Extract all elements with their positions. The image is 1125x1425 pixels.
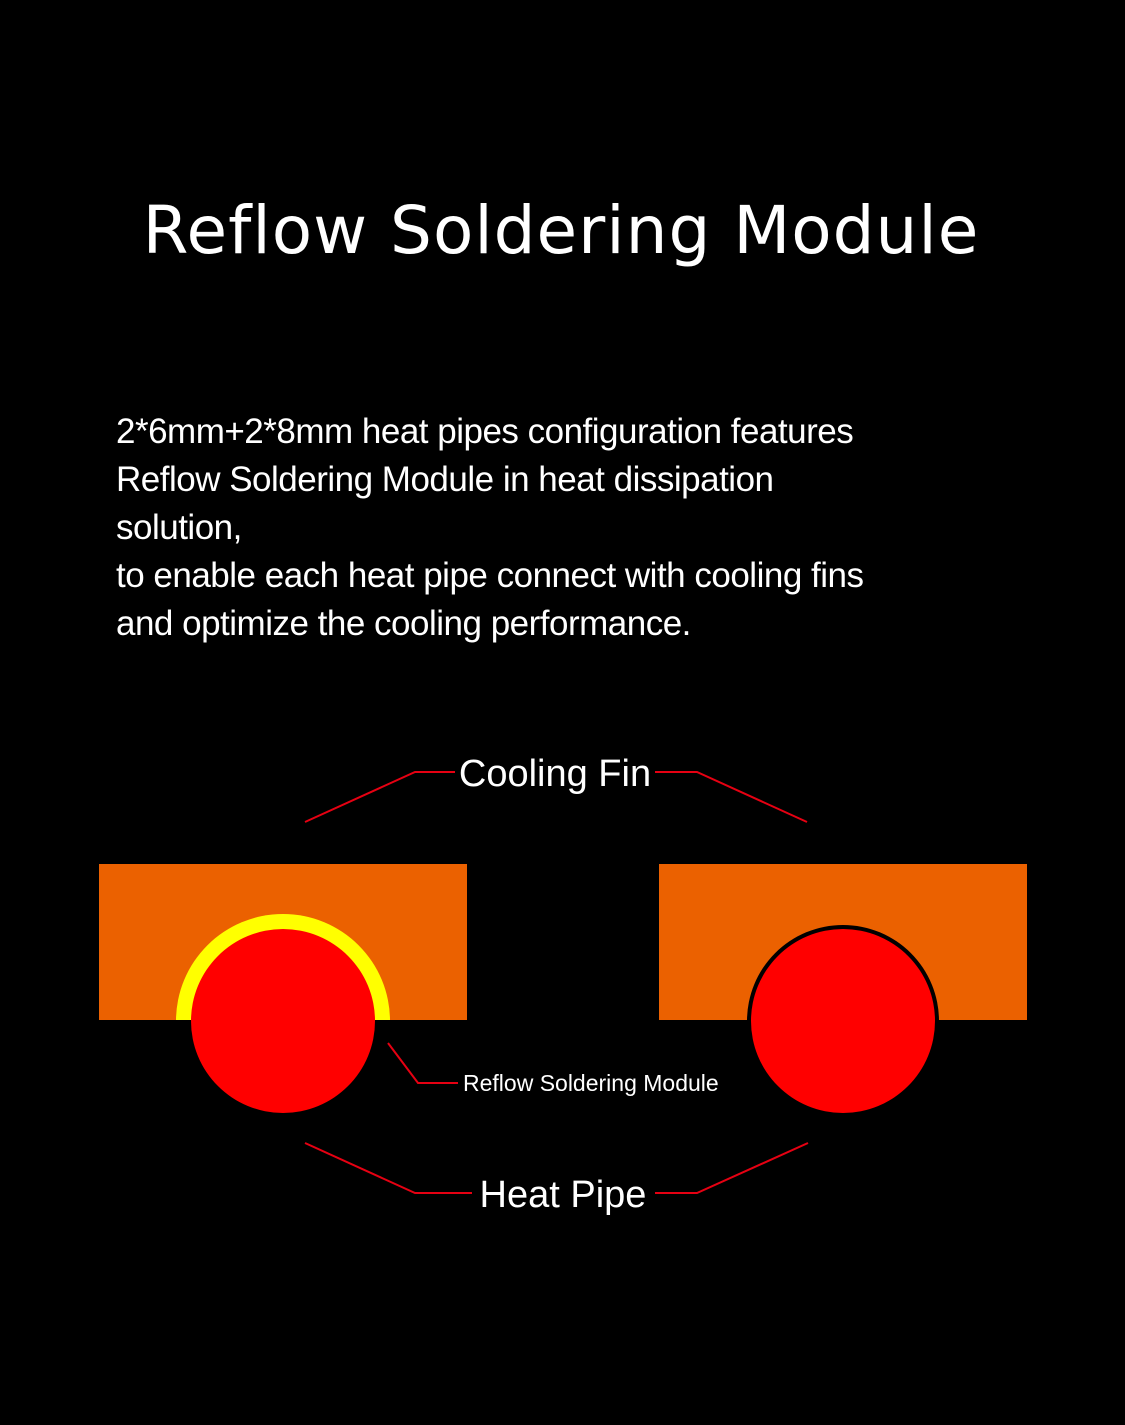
description-line: Reflow Soldering Module in heat dissipat… <box>116 460 774 499</box>
heat-pipe-label: Heat Pipe <box>480 1174 647 1216</box>
reflow-module-label: Reflow Soldering Module <box>463 1070 719 1096</box>
cooling-fin-leader-left <box>304 771 455 823</box>
description-line: to enable each heat pipe connect with co… <box>116 556 864 595</box>
page-title: Reflow Soldering Module <box>142 192 980 269</box>
description: 2*6mm+2*8mm heat pipes configuration fea… <box>116 408 1116 648</box>
heat-pipe-right <box>751 929 935 1113</box>
cooling-fin-leader-right <box>655 771 808 823</box>
description-line: and optimize the cooling performance. <box>116 604 691 643</box>
description-line: solution, <box>116 508 242 547</box>
description-line: 2*6mm+2*8mm heat pipes configuration fea… <box>116 412 854 451</box>
heat-pipe-left <box>191 929 375 1113</box>
reflow-leader <box>387 1042 458 1084</box>
heat-pipe-leader-left <box>304 1142 472 1194</box>
heat-pipe-leader-right <box>655 1142 809 1194</box>
cooling-fin-label: Cooling Fin <box>459 753 651 795</box>
